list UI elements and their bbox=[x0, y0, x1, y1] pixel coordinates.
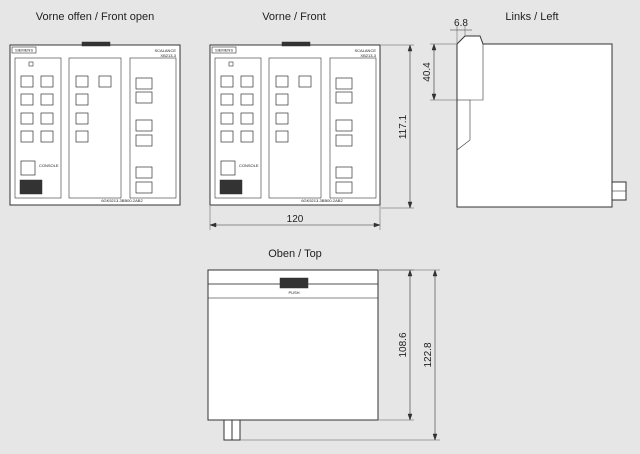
top-connector bbox=[231, 419, 241, 441]
front-led bbox=[228, 61, 234, 67]
rj45-port bbox=[40, 130, 54, 143]
fiber-port bbox=[135, 166, 153, 179]
front-view: SIEMENS SCALANCE XB213-3 CONSOLE bbox=[209, 41, 414, 230]
front-panel-3 bbox=[329, 57, 377, 199]
rj45-port bbox=[275, 112, 289, 125]
rj45-port bbox=[240, 93, 254, 106]
dim-arrowheads bbox=[407, 44, 413, 209]
rj45-port bbox=[240, 75, 254, 88]
fiber-port bbox=[135, 181, 153, 194]
front-order-number: 6GK5213-3BB00-2AB2 bbox=[301, 198, 343, 203]
dim-left-offset: 6.8 bbox=[454, 18, 468, 29]
front-open-console-label: CONSOLE bbox=[39, 163, 59, 168]
fiber-port bbox=[135, 91, 153, 104]
dim-front-height: 117.1 bbox=[398, 114, 409, 139]
dim-front-width: 120 bbox=[287, 214, 304, 225]
front-open-panel-3 bbox=[129, 57, 177, 199]
top-housing bbox=[207, 269, 379, 421]
front-fiber-ports bbox=[335, 77, 353, 194]
top-push-latch bbox=[279, 277, 309, 289]
fiber-port bbox=[135, 77, 153, 90]
rj45-port bbox=[220, 93, 234, 106]
rj45-port bbox=[275, 93, 289, 106]
rj45-port bbox=[275, 130, 289, 143]
front-open-console-port bbox=[20, 160, 36, 176]
front-console-port bbox=[220, 160, 236, 176]
front-console-label: CONSOLE bbox=[239, 163, 259, 168]
front-open-brand-label: SIEMENS bbox=[15, 48, 33, 53]
fiber-port bbox=[335, 134, 353, 147]
dim-top-total: 122.8 bbox=[423, 342, 434, 367]
dim-top-inner: 108.6 bbox=[398, 332, 409, 357]
fiber-port bbox=[135, 134, 153, 147]
fiber-port bbox=[335, 181, 353, 194]
rj45-port bbox=[40, 93, 54, 106]
dim-arrowheads bbox=[407, 269, 413, 421]
top-view: PUSH 108.6 122.8 bbox=[207, 269, 440, 441]
rj45-port bbox=[240, 112, 254, 125]
front-brand-box bbox=[211, 46, 237, 54]
front-open-panel-2 bbox=[68, 57, 122, 199]
front-open-order-number: 6GK5213-3BB00-2AB2 bbox=[101, 198, 143, 203]
fiber-port bbox=[135, 119, 153, 132]
rj45-port bbox=[220, 112, 234, 125]
front-open-view-title: Vorne offen / Front open bbox=[36, 11, 154, 23]
front-open-view: SIEMENS SCALANCE XB213-3 CONSOLE bbox=[9, 41, 181, 206]
rj45-port bbox=[220, 75, 234, 88]
front-open-model: XB213-3 bbox=[160, 53, 176, 58]
top-push-label: PUSH bbox=[288, 290, 299, 295]
dim-arrowheads bbox=[431, 43, 437, 101]
rj45-port bbox=[40, 75, 54, 88]
front-open-led bbox=[28, 61, 34, 67]
front-open-ethernet-ports-left bbox=[20, 75, 54, 143]
left-housing bbox=[456, 35, 613, 208]
front-open-product-line: SCALANCE bbox=[154, 48, 176, 53]
front-open-panel-1 bbox=[14, 57, 62, 199]
front-ethernet-ports-middle bbox=[275, 75, 312, 143]
front-top-clip bbox=[281, 41, 311, 47]
rj45-port bbox=[75, 93, 89, 106]
rj45-port bbox=[220, 130, 234, 143]
rj45-port bbox=[40, 112, 54, 125]
front-open-fiber-ports bbox=[135, 77, 153, 194]
rj45-port bbox=[275, 75, 289, 88]
front-open-ethernet-ports-middle bbox=[75, 75, 112, 143]
front-model: XB213-3 bbox=[360, 53, 376, 58]
fiber-port bbox=[335, 91, 353, 104]
rj45-port bbox=[20, 93, 34, 106]
top-view-title: Oben / Top bbox=[268, 248, 322, 260]
front-open-brand-box bbox=[11, 46, 37, 54]
top-connectors bbox=[223, 419, 241, 441]
fiber-port bbox=[335, 119, 353, 132]
front-panel-2 bbox=[268, 57, 322, 199]
front-view-title: Vorne / Front bbox=[262, 11, 326, 23]
left-view-title: Links / Left bbox=[505, 11, 558, 23]
rj45-port bbox=[20, 75, 34, 88]
front-open-top-clip bbox=[81, 41, 111, 47]
rj45-port bbox=[98, 75, 112, 88]
front-panel-1 bbox=[214, 57, 262, 199]
front-product-line: SCALANCE bbox=[354, 48, 376, 53]
front-open-terminal-block bbox=[19, 179, 43, 195]
rj45-port bbox=[20, 130, 34, 143]
left-view: 6.8 40.4 bbox=[422, 18, 627, 208]
rj45-port bbox=[75, 75, 89, 88]
rj45-port bbox=[298, 75, 312, 88]
fiber-port bbox=[335, 166, 353, 179]
dim-arrowheads bbox=[432, 269, 438, 441]
dim-left-height: 40.4 bbox=[422, 62, 433, 82]
front-brand-label: SIEMENS bbox=[215, 48, 233, 53]
rj45-port bbox=[20, 112, 34, 125]
fiber-port bbox=[335, 77, 353, 90]
front-terminal-block bbox=[219, 179, 243, 195]
rj45-port bbox=[75, 130, 89, 143]
top-connector bbox=[223, 419, 233, 441]
front-ethernet-ports-left bbox=[220, 75, 254, 143]
rj45-port bbox=[240, 130, 254, 143]
rj45-port bbox=[75, 112, 89, 125]
dim-arrowheads bbox=[209, 222, 381, 228]
